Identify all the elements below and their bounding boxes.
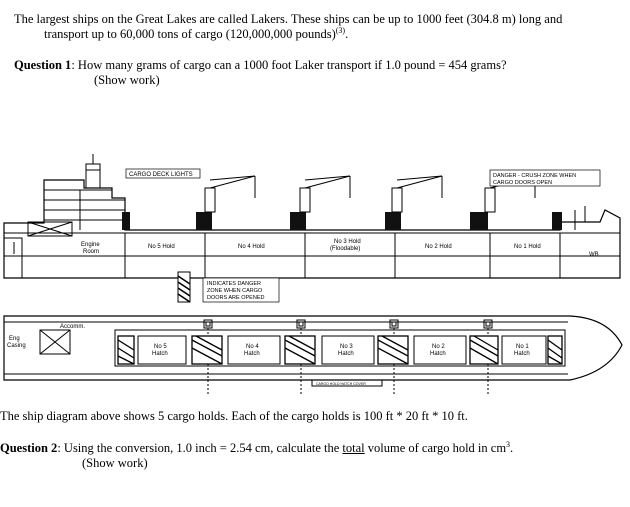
engine-room-label-1: Engine [81,242,100,248]
hatch-no-3-label: No 3 [340,344,353,350]
ship-hull-plan [3,315,623,381]
ship-hull-side [3,179,621,279]
hatch-no-2-word: Hatch [430,351,446,357]
question-2-end: . [510,441,514,455]
crane-2 [299,175,351,213]
funnel [85,163,101,189]
hatch-no-5-label: No 5 [154,344,167,350]
question-1-text: : How many grams of cargo can a 1000 foo… [71,58,507,72]
eng-casing-label-2: Casing [7,343,26,349]
hold-no-3-label: No 3 Hold [334,239,361,245]
ship-diagram: CARGO DECK LIGHTS DANGER - CRUSH ZONE WH… [3,154,623,394]
question-1-label: Question 1 [14,58,72,72]
hatch-no-1-label: No 1 [516,344,529,350]
legend-line-2: ZONE WHEN CARGO [207,288,263,294]
question-2-sup: 3 [506,439,511,449]
hatch-no-3-word: Hatch [338,351,354,357]
intro-line-2-text: transport up to 60,000 tons of cargo (12… [44,27,336,41]
danger-crush-zone-label-2: CARGO DOORS OPEN [493,180,552,186]
eng-casing-label-1: Eng [9,336,20,342]
hatch-cover-label: CARGO HOLD HATCH COVER [316,382,366,386]
question-2-total: total [342,441,365,455]
stern-block [3,237,23,279]
crane-3 [391,175,443,213]
hatch-no-5-word: Hatch [152,351,168,357]
plan-danger-zones [117,335,563,365]
legend-line-1: INDICATES DANGER [207,281,261,287]
hatch-no-4-word: Hatch [244,351,260,357]
danger-crush-zone-label-1: DANGER - CRUSH ZONE WHEN [493,173,576,179]
hatch-no-4-label: No 4 [246,344,259,350]
hatch-no-1-word: Hatch [514,351,530,357]
intro-line-1: The largest ships on the Great Lakes are… [14,12,563,26]
legend-line-3: DOORS ARE OPENED [207,295,264,301]
hatch-no-2-label: No 2 [432,344,445,350]
accomm-label: Accomm. [60,324,85,330]
hold-no-4-label: No 4 Hold [238,244,265,250]
hold-no-5-label: No 5 Hold [148,244,175,250]
question-2: Question 2: Using the conversion, 1.0 in… [0,439,514,456]
hold-no-3-note: (Floodable) [330,246,360,252]
question-2-label: Question 2 [0,441,58,455]
question-1-show-work: (Show work) [94,73,160,87]
question-2-pre: : Using the conversion, 1.0 inch = 2.54 … [57,441,343,455]
cargo-deck-lights-label: CARGO DECK LIGHTS [129,172,193,178]
question-1: Question 1: How many grams of cargo can … [14,58,507,73]
danger-legend-swatch [177,271,191,303]
intro-line-2-end: . [345,27,349,41]
wb-label: WB [589,252,599,258]
engine-room-label-2: Room [83,249,99,255]
question-2-show-work: (Show work) [82,456,148,470]
holds-description: The ship diagram above shows 5 cargo hol… [0,409,468,423]
question-2-post: volume of cargo hold in cm [364,441,507,455]
hold-no-1-label: No 1 Hold [514,244,541,250]
crane-1 [204,175,256,213]
intro-line-2: transport up to 60,000 tons of cargo (12… [44,25,349,42]
hold-no-2-label: No 2 Hold [425,244,452,250]
citation-ref: (3) [335,25,346,35]
deck-cranes [204,175,536,213]
